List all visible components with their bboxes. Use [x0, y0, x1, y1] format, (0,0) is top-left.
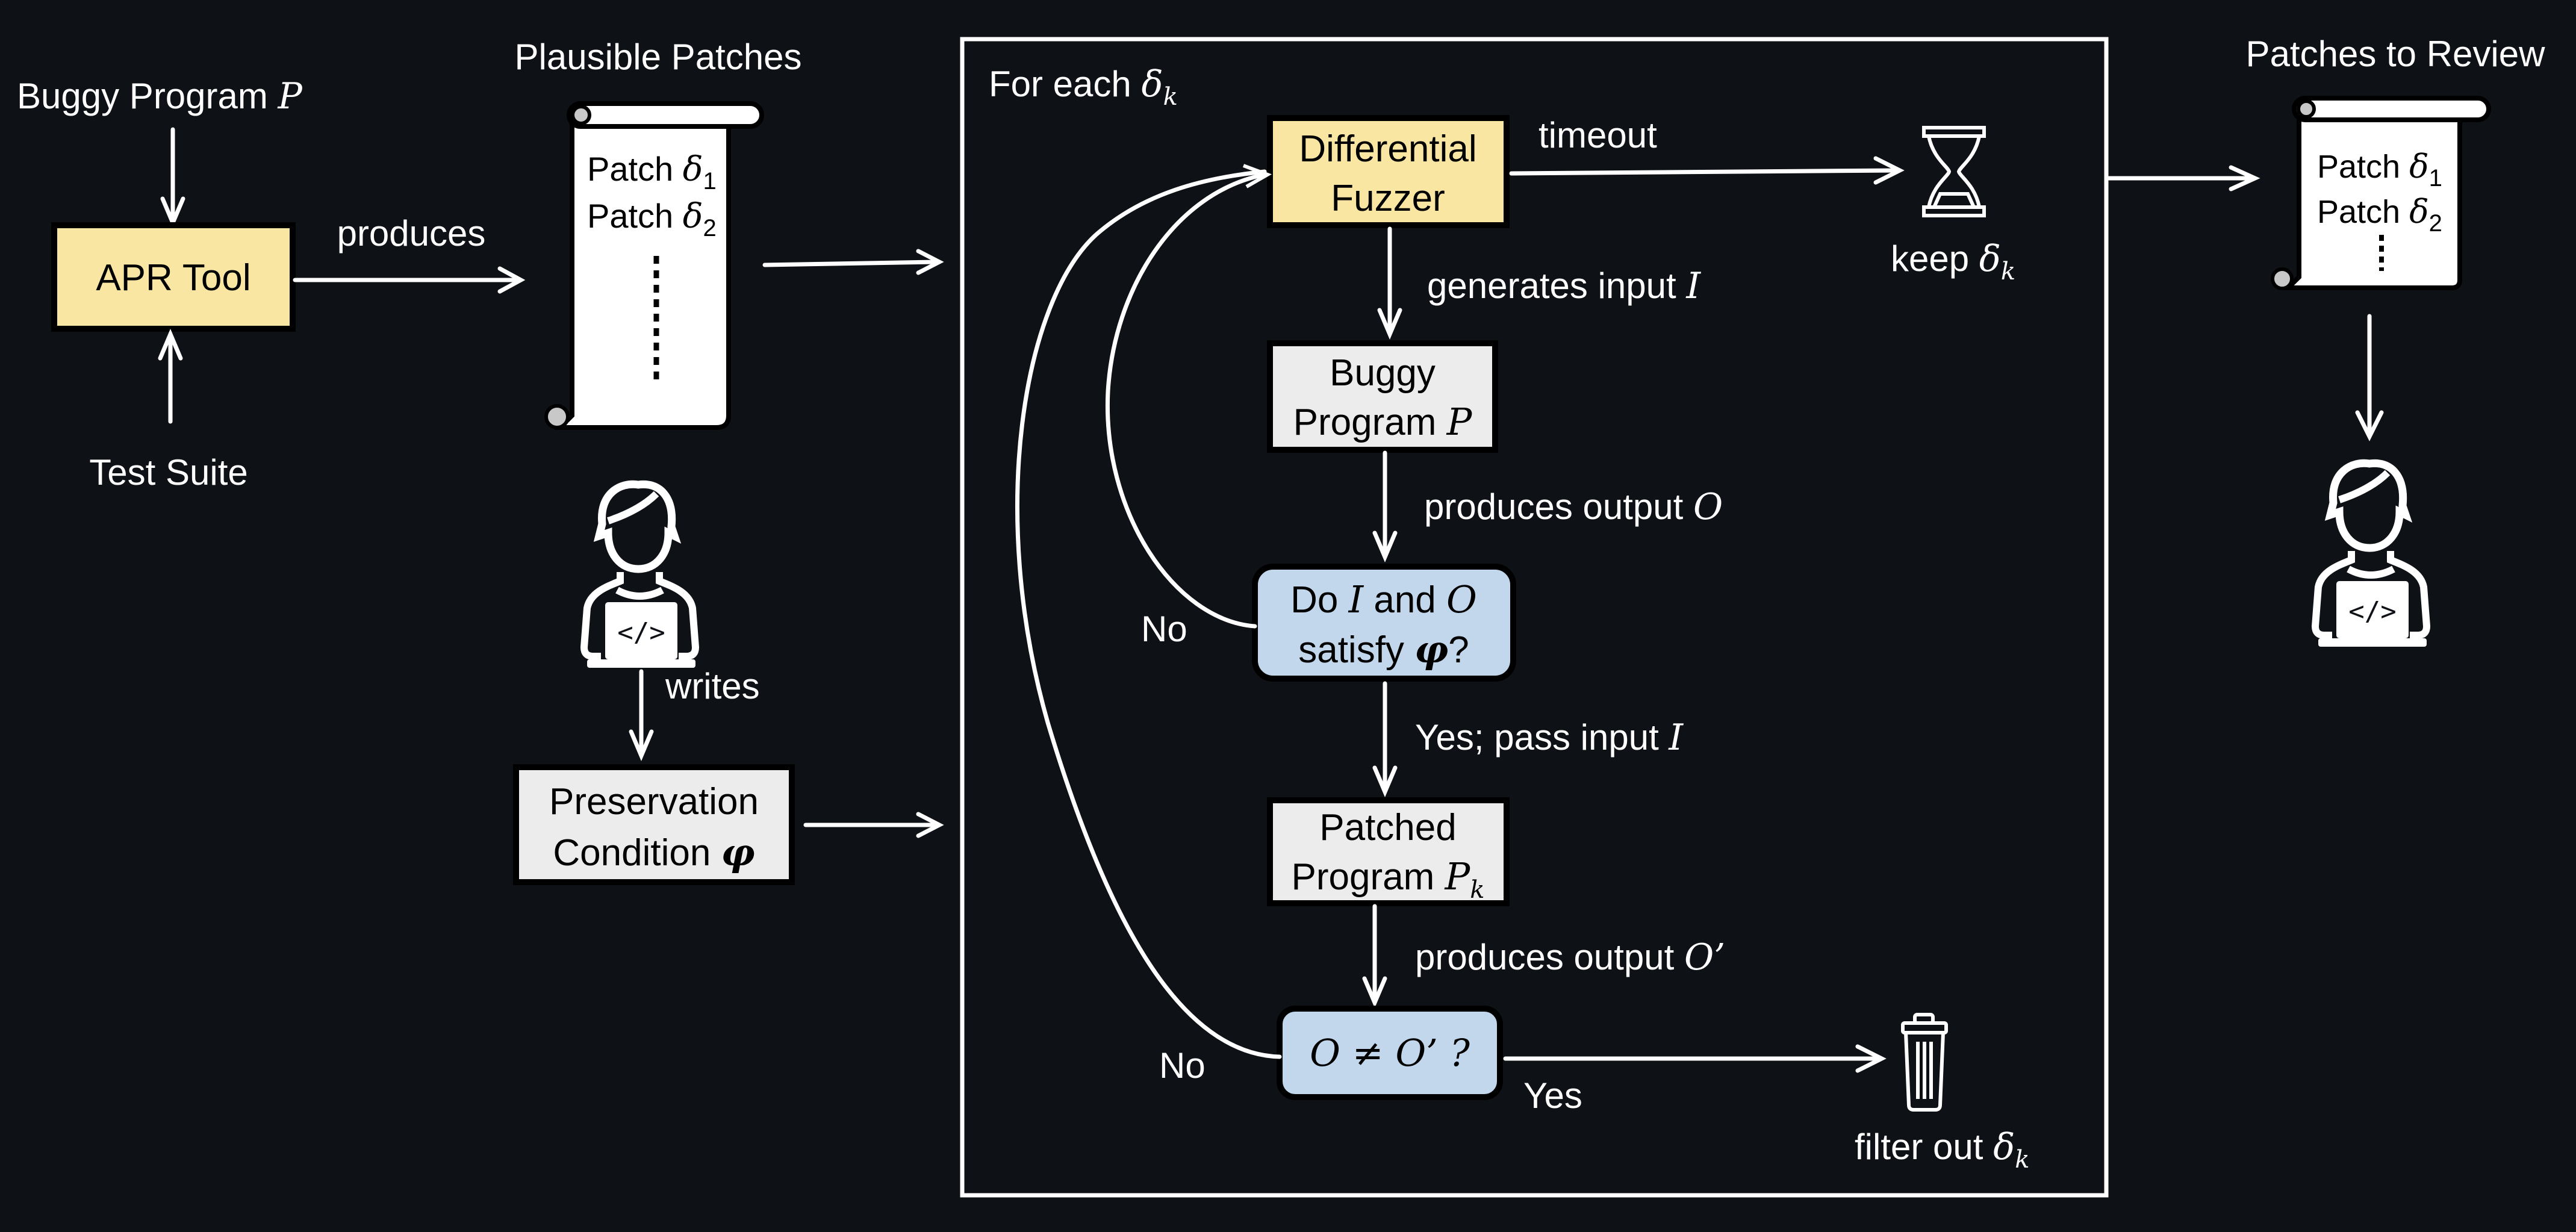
check1-line1: Do I and O: [1290, 577, 1477, 621]
arrowhead-review-to-dev: [2355, 410, 2384, 441]
produces-output-label: produces output O: [1424, 486, 1723, 528]
arrowhead-patched-to-check2: [1362, 976, 1387, 1008]
check-outputs-differ-box[interactable]: [1277, 1006, 1503, 1100]
arrowhead-check2-to-trash: [1855, 1044, 1887, 1073]
plausible-patches-title: Plausible Patches: [515, 37, 802, 77]
arrowhead-check1-to-patched: [1372, 765, 1398, 797]
arrowhead-condition-to-loop: [916, 812, 944, 838]
no-loop-check1: [1105, 172, 1267, 629]
yes-label-2: Yes: [1523, 1075, 1582, 1116]
for-each-title: For each δk: [989, 63, 1178, 111]
no-loop-check2: [1015, 169, 1282, 1059]
scroll2-patch-1: Patch δ1: [2317, 148, 2442, 191]
produces-label: produces: [337, 213, 486, 254]
scroll1-patch-2: Patch δ2: [587, 197, 717, 241]
arrowhead-no-loop1: [1242, 164, 1272, 188]
arrowhead-buggy-to-check1: [1372, 530, 1398, 562]
patched-line1: Patched: [1319, 807, 1457, 848]
apr-tool-label: APR Tool: [96, 257, 250, 299]
arrowhead-loop-to-review: [2229, 165, 2260, 191]
fuzzer-line1: Differential: [1299, 128, 1476, 170]
developer-icon: </>: [580, 480, 700, 668]
arrowhead-test-to-apr: [158, 329, 183, 361]
produces-output2-label: produces output O’: [1415, 936, 1725, 978]
scroll2-patch-2: Patch δ2: [2317, 193, 2442, 237]
generates-input-label: generates input I: [1427, 265, 1701, 307]
check1-line2: satisfy φ?: [1298, 627, 1469, 671]
arrowhead-apr-to-patches: [497, 266, 526, 294]
reviewer-developer-icon: </>: [2311, 459, 2431, 647]
preservation-line2: Condition φ: [553, 830, 754, 874]
svg-text:</>: </>: [617, 617, 665, 648]
buggy-line1: Buggy: [1330, 352, 1436, 394]
buggy-program-box[interactable]: [1267, 340, 1498, 453]
arrowhead-timeout: [1873, 156, 1905, 185]
no-label-2: No: [1159, 1045, 1206, 1086]
scroll1-patch-1: Patch δ1: [587, 150, 717, 194]
filter-out-label: filter out δk: [1855, 1126, 2029, 1174]
check2-label: O ≠ O’ ?: [1310, 1031, 1470, 1075]
arrowhead-fuzzer-to-buggy: [1377, 308, 1402, 340]
differential-fuzzer-box[interactable]: [1267, 115, 1510, 228]
plausible-patches-scroll: Patch δ1 Patch δ2: [544, 101, 764, 430]
no-label-1: No: [1141, 609, 1187, 649]
arrowhead-dev-to-condition: [629, 729, 654, 761]
keep-label: keep δk: [1891, 238, 2015, 285]
patched-line2: Program Pk: [1292, 854, 1485, 904]
trash-icon: [1901, 1013, 1948, 1112]
arrow-patches-to-loop: [762, 260, 939, 267]
patched-program-box[interactable]: [1267, 797, 1510, 906]
buggy-program-var: P: [278, 75, 303, 117]
writes-label: writes: [665, 666, 760, 706]
test-suite-label: Test Suite: [89, 452, 247, 493]
yes-pass-input-label: Yes; pass input I: [1415, 717, 1684, 759]
preservation-condition-box[interactable]: [513, 764, 795, 885]
patches-to-review-scroll: Patch δ1 Patch δ2: [2271, 96, 2491, 290]
buggy-program-text: Buggy Program: [17, 76, 268, 116]
for-each-loop-frame: [960, 37, 2109, 1198]
buggy-program-label: Buggy Program P: [17, 75, 303, 117]
buggy-line2: Program P: [1293, 400, 1473, 444]
arrow-timeout: [1509, 168, 1899, 176]
fuzzer-line2: Fuzzer: [1331, 178, 1445, 219]
check-satisfy-phi-box[interactable]: [1252, 564, 1516, 682]
patches-to-review-title: Patches to Review: [2246, 34, 2546, 74]
timeout-label: timeout: [1538, 115, 1657, 155]
hourglass-icon: [1922, 126, 1986, 217]
preservation-line1: Preservation: [549, 781, 759, 823]
arrowhead-patches-to-loop: [916, 249, 944, 275]
apr-tool-box[interactable]: [51, 222, 296, 332]
svg-text:</>: </>: [2348, 596, 2396, 627]
